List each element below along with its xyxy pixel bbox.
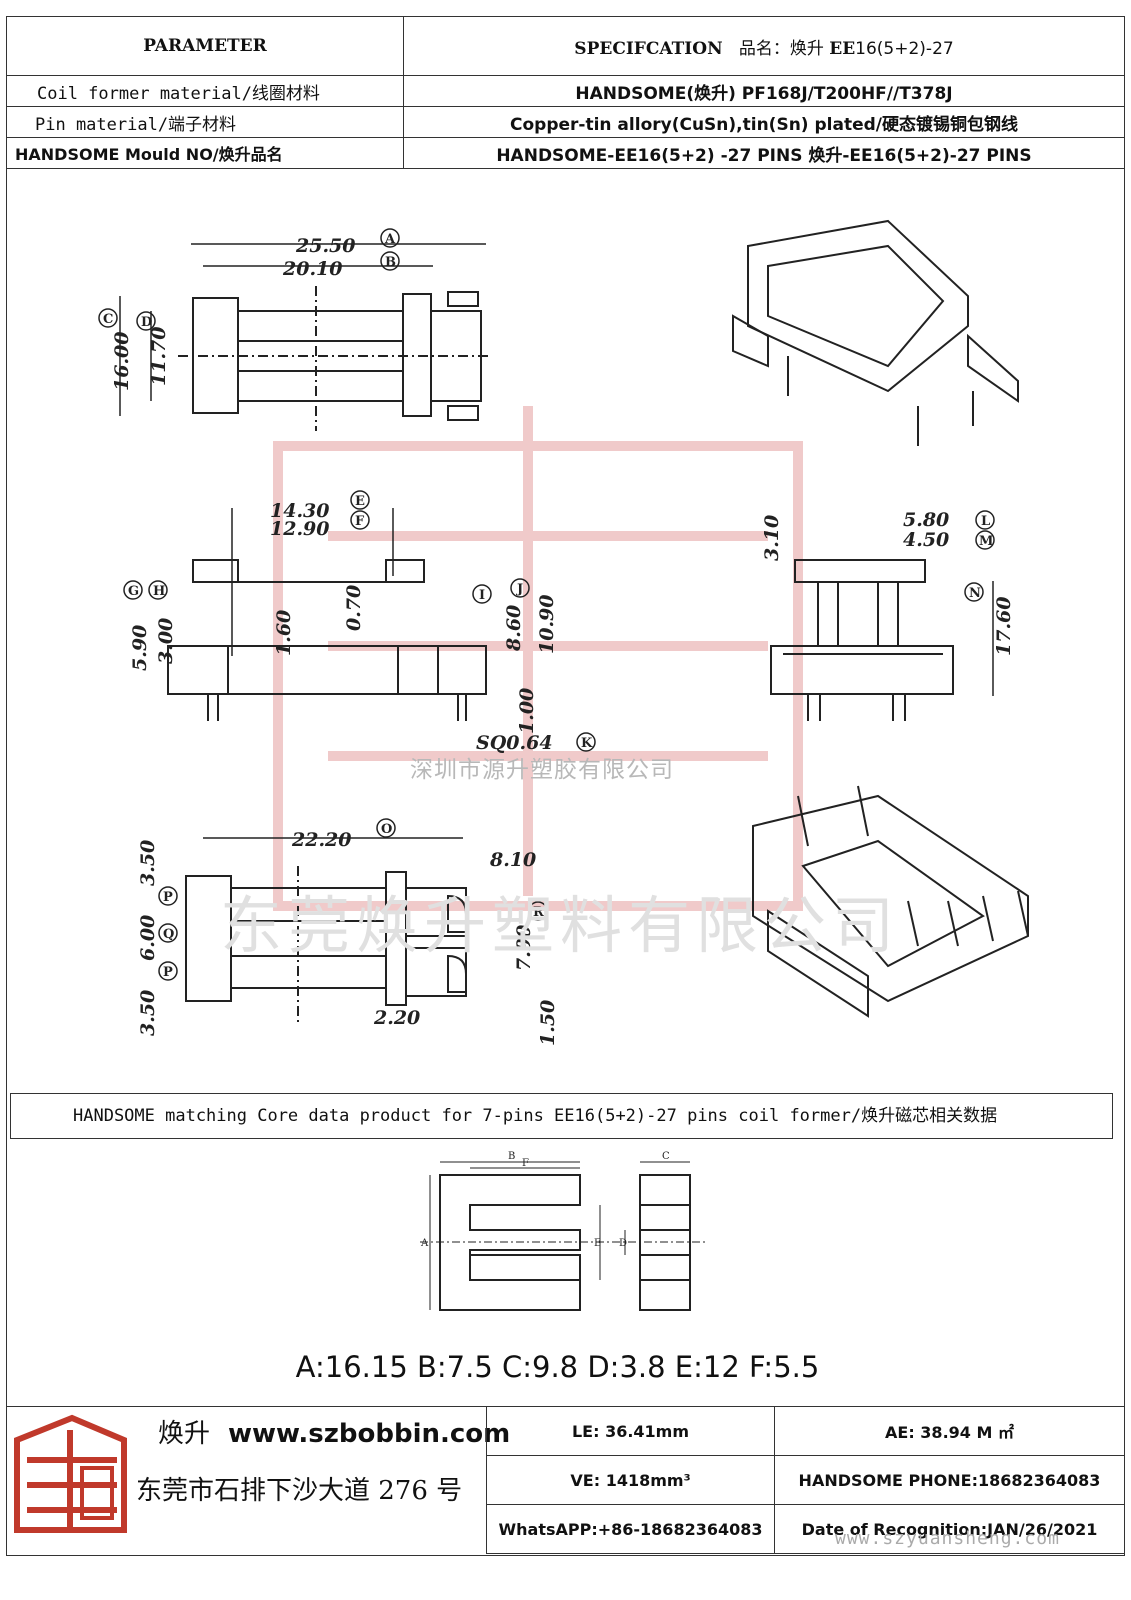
svg-text:3.50: 3.50 — [137, 840, 159, 886]
svg-text:Q: Q — [163, 927, 174, 942]
ve-value: VE: 1418mm³ — [486, 1455, 775, 1505]
core-data-title: HANDSOME matching Core data product for … — [10, 1093, 1113, 1139]
svg-text:P: P — [163, 890, 173, 905]
company-address: 东莞市石排下沙大道 276 号 — [136, 1476, 463, 1506]
side-view — [167, 508, 487, 721]
pin-material-value: Copper-tin allory(CuSn),tin(Sn) plated/硬… — [403, 106, 1125, 138]
svg-text:R: R — [533, 905, 544, 920]
dimension-labels: 25.50 20.10 16.00 11.70 14.30 12.90 5.90… — [111, 235, 1015, 1046]
mould-no-label: HANDSOME Mould NO/焕升品名 — [6, 137, 404, 169]
svg-text:H: H — [153, 584, 165, 599]
phone-value: HANDSOME PHONE:18682364083 — [774, 1455, 1125, 1505]
dim-i: 8.60 — [503, 605, 525, 652]
le-value: LE: 36.41mm — [486, 1406, 775, 1456]
parameter-heading: PARAMETER — [6, 16, 404, 76]
whatsapp-value: WhatsAPP:+86-18682364083 — [486, 1504, 775, 1554]
dim-o: 22.20 — [291, 829, 352, 851]
pin-material-label: Pin material/端子材料 — [6, 106, 404, 138]
dim-h: 3.00 — [155, 618, 177, 664]
core-data-values: A:16.15 B:7.5 C:9.8 D:3.8 E:12 F:5.5 — [295, 1350, 820, 1384]
svg-text:O: O — [381, 822, 392, 837]
dim-m: 4.50 — [903, 529, 949, 551]
front-view — [770, 559, 994, 721]
svg-text:L: L — [981, 514, 990, 529]
company-logo — [14, 1414, 127, 1533]
core-drawing: B F C A E D — [420, 1151, 705, 1311]
website-link[interactable]: www.szbobbin.com — [228, 1419, 511, 1449]
svg-text:A: A — [420, 1238, 429, 1249]
specification-heading: SPECIFCATION 品名：焕升 EE16(5+2)-27 — [403, 16, 1125, 76]
svg-text:B: B — [508, 1151, 515, 1162]
svg-text:3.50: 3.50 — [137, 990, 159, 1036]
dim-l: 5.80 — [903, 509, 949, 531]
svg-text:1.00: 1.00 — [516, 688, 538, 734]
ae-value: AE: 38.94 M ㎡ — [774, 1406, 1125, 1456]
isometric-view-top — [732, 219, 1019, 446]
svg-text:C: C — [662, 1151, 670, 1162]
svg-text:C: C — [103, 312, 113, 327]
svg-text:F: F — [522, 1158, 529, 1169]
svg-text:1.60: 1.60 — [273, 610, 295, 656]
top-view — [119, 243, 488, 431]
dim-j: 10.90 — [536, 595, 558, 655]
svg-text:8.10: 8.10 — [489, 849, 536, 871]
svg-text:F: F — [355, 514, 365, 529]
svg-text:D: D — [619, 1238, 627, 1249]
svg-text:K: K — [581, 736, 593, 751]
svg-text:N: N — [969, 586, 981, 601]
site-watermark: www.szyuansheng.com — [835, 1528, 1060, 1549]
spec-header-table: PARAMETER SPECIFCATION 品名：焕升 EE16(5+2)-2… — [6, 16, 1125, 169]
coil-material-value: HANDSOME(焕升) PF168J/T200HF//T378J — [403, 75, 1125, 107]
isometric-view-bottom — [752, 785, 1029, 1018]
dim-d: 11.70 — [148, 327, 170, 387]
dim-k: SQ0.64 — [476, 732, 553, 754]
bottom-view — [185, 837, 467, 1026]
coil-material-label: Coil former material/线圈材料 — [6, 75, 404, 107]
svg-text:J: J — [516, 582, 523, 597]
svg-text:2.20: 2.20 — [373, 1007, 420, 1029]
logo-watermark — [273, 406, 803, 911]
svg-text:1.50: 1.50 — [537, 1000, 559, 1046]
mould-no-value: HANDSOME-EE16(5+2) -27 PINS 焕升-EE16(5+2)… — [403, 137, 1125, 169]
svg-text:E: E — [355, 494, 365, 509]
circle-markers: A B C D E F G H I J K L M N O P Q P R — [98, 228, 995, 981]
dim-b: 20.10 — [282, 258, 343, 280]
svg-text:P: P — [163, 965, 173, 980]
watermark-small: 深圳市源升塑胶有限公司 — [410, 757, 674, 783]
svg-text:3.10: 3.10 — [761, 515, 783, 561]
svg-text:E: E — [594, 1238, 601, 1249]
svg-text:0.70: 0.70 — [343, 585, 365, 631]
brand-name: 焕升 — [158, 1419, 211, 1449]
svg-text:I: I — [479, 588, 485, 603]
core-params-table: LE: 36.41mm AE: 38.94 M ㎡ VE: 1418mm³ HA… — [486, 1406, 1125, 1554]
svg-text:M: M — [979, 534, 993, 549]
dim-n: 17.60 — [993, 597, 1015, 657]
svg-text:D: D — [141, 315, 152, 330]
technical-drawing: 25.50 20.10 16.00 11.70 14.30 12.90 5.90… — [98, 219, 1029, 1046]
date-value: Date of Recognition:JAN/26/2021 — [774, 1504, 1125, 1554]
svg-text:A: A — [384, 232, 396, 247]
svg-text:B: B — [385, 255, 396, 270]
dim-c: 16.00 — [111, 332, 133, 392]
dim-g: 5.90 — [129, 625, 151, 671]
watermark-large: 东莞焕升塑料有限公司 — [220, 889, 901, 962]
dim-f: 12.90 — [270, 518, 330, 540]
dim-a: 25.50 — [295, 235, 356, 257]
dim-r: 7.90 — [513, 925, 535, 971]
svg-text:G: G — [128, 584, 139, 599]
svg-text:6.00: 6.00 — [137, 915, 159, 961]
brand-line: 焕升 www.szbobbin.com — [158, 1413, 510, 1450]
dim-e: 14.30 — [270, 500, 330, 522]
